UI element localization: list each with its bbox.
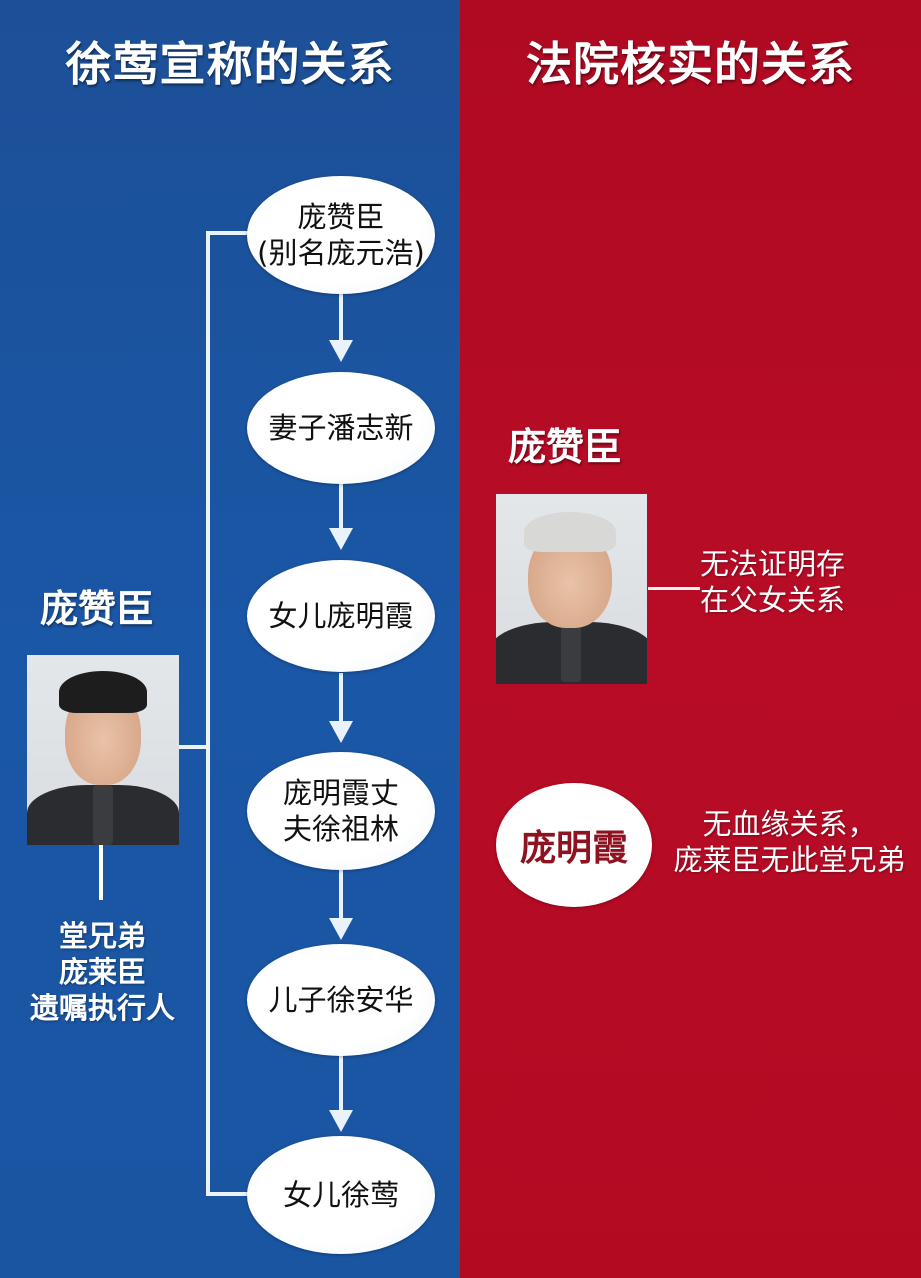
- node-label: 庞明霞丈 夫徐祖林: [282, 776, 399, 846]
- node-label: 妻子潘志新: [268, 411, 414, 445]
- bracket-bottom-line: [206, 1192, 256, 1196]
- right-person-note: 无法证明存 在父女关系: [700, 546, 880, 618]
- note-line: 无血缘关系，: [702, 807, 877, 841]
- node-daughter-xu-ying: 女儿徐莺: [247, 1136, 435, 1254]
- note-line: 在父女关系: [700, 583, 846, 617]
- arrow-down-icon: [329, 340, 353, 362]
- node-label: 儿子徐安华: [268, 983, 414, 1017]
- caption-line: 遗嘱执行人: [29, 991, 175, 1025]
- arrow-down-icon: [329, 528, 353, 550]
- arrow-shaft-4: [339, 870, 343, 918]
- right-person-name: 庞赞臣: [508, 425, 623, 469]
- arrow-down-icon: [329, 1110, 353, 1132]
- portrait-photo-icon: [496, 494, 647, 684]
- bracket-photo-link: [178, 745, 208, 749]
- portrait-photo-icon: [27, 655, 179, 845]
- node-son-xu-anhua: 儿子徐安华: [247, 944, 435, 1056]
- node-label: 女儿徐莺: [282, 1178, 399, 1212]
- node-wife: 妻子潘志新: [247, 372, 435, 484]
- left-person-caption: 堂兄弟 庞莱臣 遗嘱执行人: [10, 918, 195, 1026]
- node-pang-zanchen: 庞赞臣 (别名庞元浩): [247, 176, 435, 294]
- right-panel-title: 法院核实的关系: [526, 37, 855, 91]
- arrow-shaft-3: [339, 673, 343, 721]
- caption-line: 庞莱臣: [58, 955, 146, 989]
- arrow-down-icon: [329, 918, 353, 940]
- caption-line: 堂兄弟: [58, 919, 146, 953]
- photo-to-caption-line: [99, 845, 103, 900]
- bracket-top-line: [206, 231, 256, 235]
- arrow-shaft-1: [339, 292, 343, 340]
- note-line: 庞莱臣无此堂兄弟: [673, 843, 906, 877]
- arrow-shaft-5: [339, 1054, 343, 1110]
- photo-to-note-line: [648, 587, 700, 590]
- node-label: 庞赞臣 (别名庞元浩): [257, 200, 425, 270]
- oval-pang-mingxia: 庞明霞: [496, 783, 652, 907]
- oval-label: 庞明霞: [519, 828, 628, 869]
- node-daughter-pang-mingxia: 女儿庞明霞: [247, 560, 435, 672]
- left-panel-title: 徐莺宣称的关系: [65, 37, 395, 91]
- left-person-name: 庞赞臣: [40, 587, 155, 631]
- bracket-vertical-line: [206, 231, 210, 1196]
- note-line: 无法证明存: [700, 547, 846, 581]
- arrow-shaft-2: [339, 480, 343, 528]
- arrow-down-icon: [329, 721, 353, 743]
- node-husband-xu-zulin: 庞明霞丈 夫徐祖林: [247, 752, 435, 870]
- node-label: 女儿庞明霞: [268, 599, 414, 633]
- right-oval-note: 无血缘关系， 庞莱臣无此堂兄弟: [662, 806, 917, 878]
